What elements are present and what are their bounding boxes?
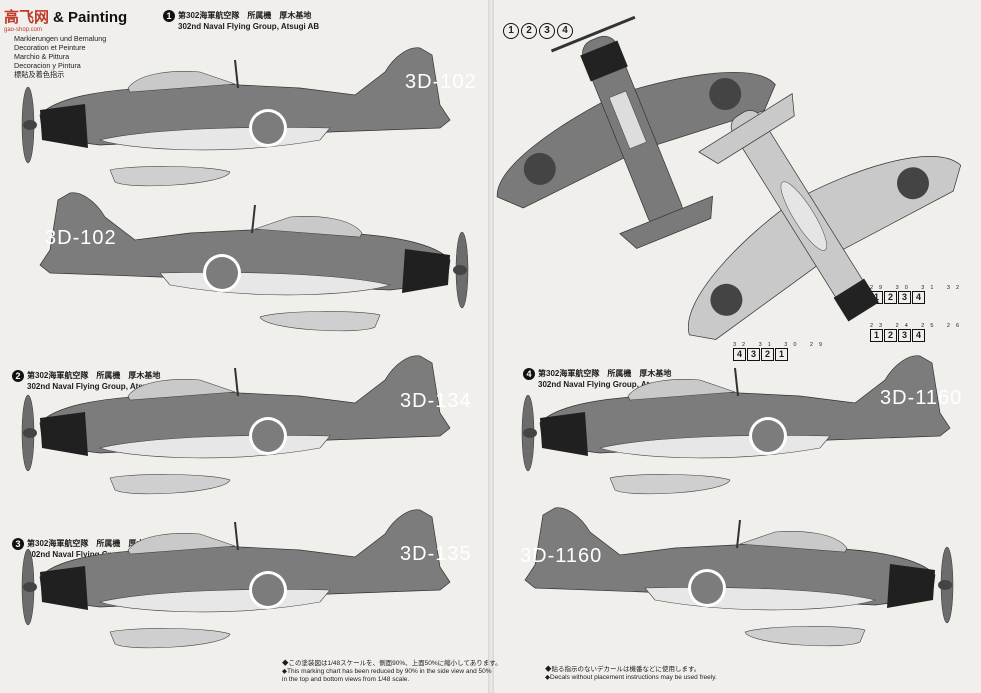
section-number: 4 [523,368,535,380]
decal-box: 3 [898,329,911,342]
aircraft-code: 3D-102 [45,227,117,249]
decal-box-numbers: 29 30 31 32 [870,285,966,291]
section-jp: 第302海軍航空隊 所属機 厚木基地 [27,371,161,381]
circle-number: 2 [521,23,537,39]
decal-box: 4 [912,329,925,342]
section-en: 302nd Naval Flying Group, Atsugi AB [538,380,680,389]
section-en: 302nd Naval Flying Group, Atsugi AB [27,550,169,559]
side-view-1-top: 3D-102 [21,46,477,187]
side-view-4-bottom: 3D-1160 [520,508,953,646]
marking-title: Decoracion y Pintura [14,61,81,70]
decal-box: 4 [912,291,925,304]
aircraft-code: 3D-102 [405,71,477,93]
note-line: ◆Decals without placement instructions m… [545,674,717,681]
section-jp: 第302海軍航空隊 所属機 厚木基地 [178,11,312,21]
marking-title: Markierungen und Bemalung [14,34,107,43]
circle-number: 4 [557,23,573,39]
aircraft-code: 3D-1160 [880,387,962,409]
scale-notes: ◆この塗装図は1/48スケールを、側面90%、上面50%に縮小してあります。 ◆… [282,660,502,684]
side-view-4-top: 3D-1160 [521,354,962,495]
side-view-1-bottom: 3D-102 [40,193,468,331]
side-view-3: 3D-135 [21,508,472,649]
circle-number: 3 [539,23,555,39]
decal-box: 2 [884,329,897,342]
decal-box: 1 [775,348,788,361]
decal-box: 3 [747,348,760,361]
section-number: 1 [163,10,175,22]
section-number: 3 [12,538,24,550]
decal-box: 2 [884,291,897,304]
section-en: 302nd Naval Flying Group, Atsugi AB [178,22,320,31]
decal-box-numbers: 32 31 30 29 [733,342,829,348]
logo-cn: 高飞网 [4,9,50,26]
top-view-aircraft [496,15,776,249]
decal-box: 2 [761,348,774,361]
side-view-2: 3D-134 [21,354,472,495]
note-line: ◆貼る指示のないデカールは機番などに使用します。 [545,666,701,673]
note-line: in the top and bottom views from 1/48 sc… [282,676,410,683]
note-line: ◆This marking chart has been reduced by … [282,668,492,675]
aircraft-code: 3D-134 [400,390,472,412]
section-number: 2 [12,370,24,382]
note-line: ◆この塗装図は1/48スケールを、側面90%、上面50%に縮小してあります。 [282,660,502,667]
logo-url: gao-shop.com [4,27,43,33]
marking-title: 標貼及着色指示 [14,70,65,79]
marking-title: Decoration et Peinture [14,43,86,52]
decal-box: 1 [870,329,883,342]
aircraft-code: 3D-135 [400,543,472,565]
section-jp: 第302海軍航空隊 所属機 厚木基地 [27,539,161,549]
page-gutter [488,0,494,693]
logo-en: & Painting [53,9,128,26]
decal-box: 4 [733,348,746,361]
bottom-view-aircraft [687,93,962,340]
decal-box-numbers: 23 24 25 26 [870,323,966,329]
circle-number: 1 [503,23,519,39]
aircraft-code: 3D-1160 [520,545,602,567]
markings-title-list: Markierungen und Bemalung Decoration et … [14,34,106,79]
marking-title: Marchio & Pittura [14,52,70,61]
section-jp: 第302海軍航空隊 所属機 厚木基地 [538,369,672,379]
section-en: 302nd Naval Flying Group, Atsugi AB [27,382,169,391]
site-logo: 高飞网& Painting gao-shop.com [4,6,127,33]
decal-notes: ◆貼る指示のないデカールは機番などに使用します。 ◆Decals without… [545,666,717,682]
decal-box: 3 [898,291,911,304]
